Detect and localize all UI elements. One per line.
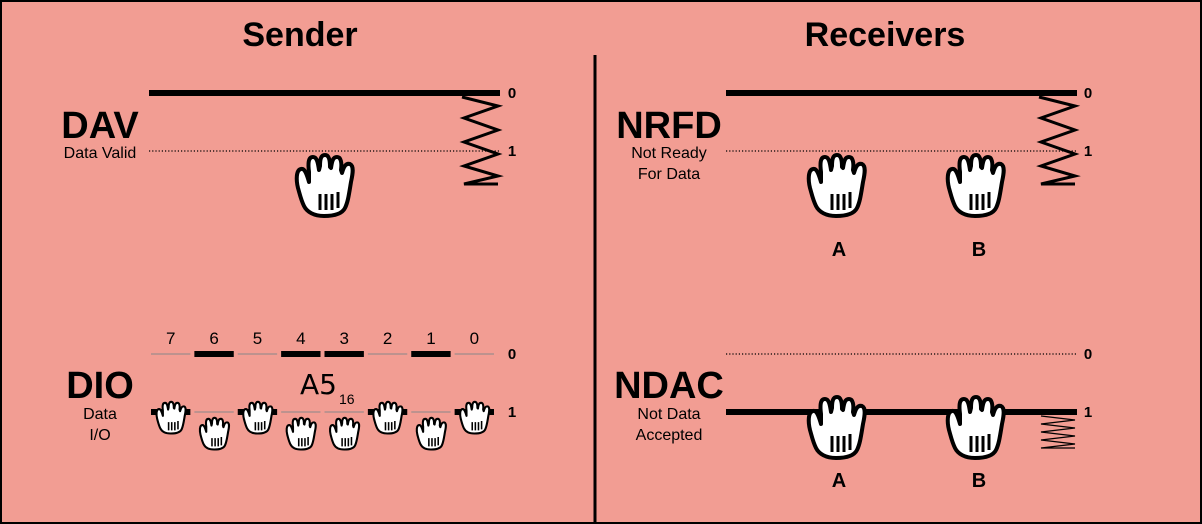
- dio-bit-lane: 2: [367, 329, 408, 435]
- dio-bit-number: 3: [339, 329, 348, 348]
- nrfd-pullup-spring: [1036, 95, 1081, 186]
- dav-pullup-spring: [459, 95, 504, 186]
- dav-label: DAV: [61, 105, 139, 147]
- dio-bit-lane: 4: [281, 329, 321, 451]
- nrfd-receiver-a-hand-icon: [806, 153, 867, 218]
- dio-bit-lane: 0: [454, 329, 494, 435]
- dio-bit-number: 6: [209, 329, 218, 348]
- ndac-receiver-b-hand-icon: [945, 395, 1006, 460]
- dio-level-1: 1: [508, 404, 516, 421]
- nrfd-label: NRFD: [616, 105, 722, 147]
- ndac-description-line2: Accepted: [636, 427, 703, 444]
- dio-bit-hand-icon: [459, 400, 491, 435]
- ndac-level-0: 0: [1084, 346, 1092, 363]
- dio-bit-number: 0: [470, 329, 479, 348]
- dio-level-0: 0: [508, 346, 516, 363]
- dav-description: Data Valid: [64, 145, 137, 162]
- dav-signal: DAV Data Valid 0 1: [61, 85, 516, 218]
- nrfd-receiver-b-label: B: [972, 239, 986, 261]
- dio-hex-base: 16: [339, 391, 355, 407]
- dio-bit-hand-icon: [155, 400, 187, 435]
- receivers-heading: Receivers: [805, 16, 966, 54]
- dio-bit-number: 1: [426, 329, 435, 348]
- nrfd-receiver-a-label: A: [832, 239, 846, 261]
- dio-bit-lanes: 7 6 5 4 3 2 1 0: [151, 329, 494, 451]
- ndac-receiver-a-label: A: [832, 470, 846, 492]
- dio-bit-hand-icon: [372, 400, 404, 435]
- ndac-label: NDAC: [614, 365, 724, 407]
- dio-description-line2: I/O: [89, 427, 110, 444]
- dav-level-1: 1: [508, 143, 516, 160]
- dio-bit-lane: 1: [411, 329, 451, 451]
- nrfd-signal: NRFD Not Ready For Data 0 1 A B: [616, 85, 1092, 261]
- dav-sender-hand-icon: [294, 153, 355, 218]
- ndac-receiver-a-hand-icon: [806, 395, 867, 460]
- nrfd-level-0: 0: [1084, 85, 1092, 102]
- nrfd-level-1: 1: [1084, 143, 1092, 160]
- ndac-description-line1: Not Data: [637, 406, 700, 423]
- dio-bit-hand-icon: [415, 416, 447, 451]
- nrfd-description-line1: Not Ready: [631, 145, 707, 162]
- dio-description-line1: Data: [83, 406, 117, 423]
- dio-bit-lane: 6: [194, 329, 234, 451]
- dio-bit-hand-icon: [328, 416, 361, 451]
- dio-bit-number: 5: [253, 329, 262, 348]
- sender-heading: Sender: [242, 16, 357, 54]
- ndac-signal: NDAC Not Data Accepted 0 1 A B: [614, 346, 1092, 492]
- dio-bit-hand-icon: [198, 416, 231, 451]
- dio-bit-hand-icon: [242, 400, 274, 435]
- dio-bit-number: 2: [383, 329, 392, 348]
- dav-level-0: 0: [508, 85, 516, 102]
- dio-bit-number: 4: [296, 329, 305, 348]
- dio-bit-hand-icon: [285, 416, 317, 451]
- nrfd-receiver-b-hand-icon: [945, 153, 1006, 218]
- dio-bit-number: 7: [166, 329, 175, 348]
- ndac-level-1: 1: [1084, 404, 1092, 421]
- dio-hex-digits: A5: [300, 368, 337, 401]
- dio-bit-lane: 3: [324, 329, 364, 451]
- ndac-pullup-spring: [1040, 415, 1076, 449]
- nrfd-description-line2: For Data: [638, 166, 700, 183]
- dio-label: DIO: [66, 365, 134, 407]
- ndac-receiver-b-label: B: [972, 470, 986, 492]
- dio-bit-lane: 7: [151, 329, 191, 435]
- dio-bit-lane: 5: [237, 329, 278, 435]
